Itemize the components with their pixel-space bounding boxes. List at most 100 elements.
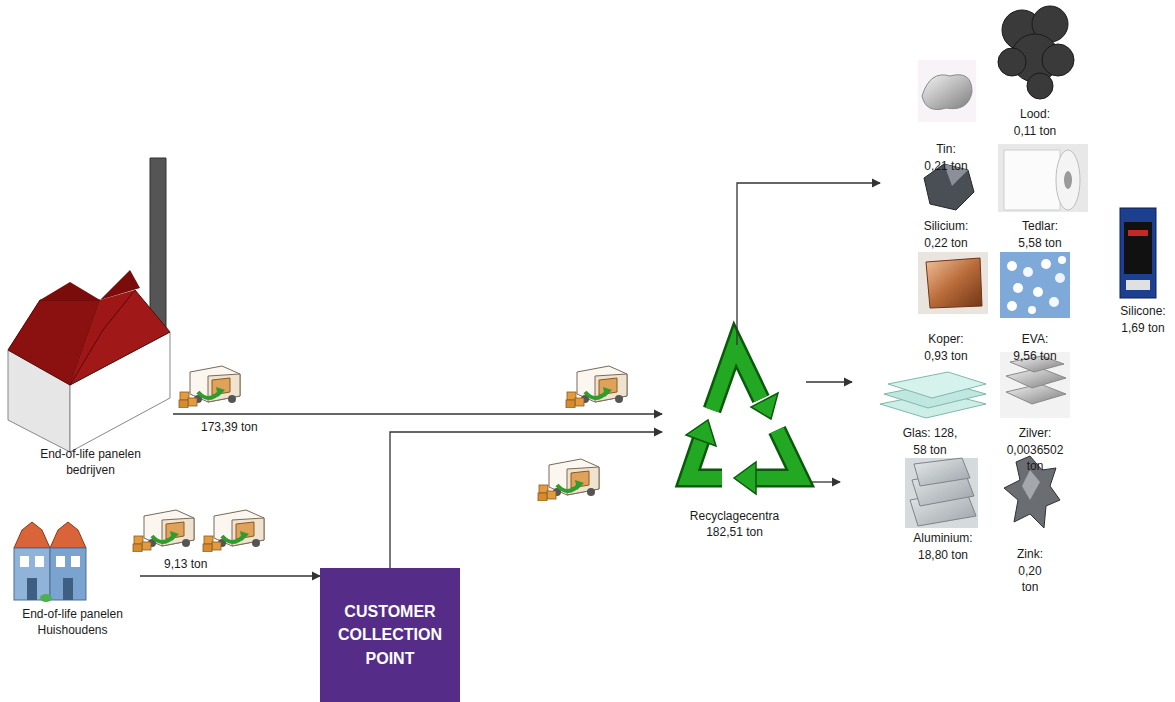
tedlar-image	[1056, 150, 1080, 210]
eva-image	[1055, 273, 1065, 283]
output-arrow	[806, 381, 852, 382]
flow-amount: 173,39 ton	[199, 420, 260, 436]
aluminium-image	[905, 458, 978, 528]
node-label: End-of-life panelen bedrijven	[32, 446, 150, 478]
recycle-symbol	[686, 420, 716, 446]
node-label: Recyclagecentra 182,51 ton	[679, 508, 791, 540]
material-label: Zilver: 0,0036502 ton	[1005, 425, 1065, 475]
eva-image	[1000, 252, 1070, 318]
collection-point-box: CUSTOMER COLLECTION POINT	[320, 568, 460, 702]
eva-image	[1058, 256, 1066, 264]
tedlar-image	[998, 144, 1088, 212]
tin-image	[918, 60, 976, 122]
material-label: Aluminium: 18,80 ton	[912, 530, 974, 563]
eva-image	[1041, 259, 1051, 269]
recycling-node: Recyclagecentra 182,51 ton	[662, 330, 807, 542]
recycle-symbol	[755, 430, 800, 478]
houses-icon	[27, 578, 37, 600]
material-label: Tedlar: 5,58 ton	[1018, 218, 1063, 251]
recycle-symbol	[755, 430, 800, 478]
houses-icon	[56, 556, 65, 567]
material-label: Glas: 128, 58 ton	[899, 425, 961, 458]
material-label: EVA: 9,56 ton	[1013, 331, 1058, 364]
eva-image	[1028, 306, 1036, 314]
houses-icon	[14, 548, 50, 600]
eva-image	[1023, 267, 1033, 277]
factory-icon	[100, 270, 140, 300]
node-label: End-of-life panelen Huishoudens	[14, 606, 132, 638]
truck-icon	[538, 459, 599, 501]
lead-image	[998, 48, 1026, 76]
glass-image	[880, 372, 986, 418]
houses-icon	[71, 556, 80, 567]
houses-icon	[50, 522, 86, 548]
glass-image	[888, 372, 986, 398]
houses-icon	[20, 556, 29, 567]
truck-icon	[179, 366, 240, 408]
recycle-symbol	[751, 393, 778, 419]
eva-image	[1007, 301, 1017, 311]
factory-icon	[40, 282, 100, 300]
tedlar-image	[1004, 150, 1060, 210]
silicone-tube-image	[1120, 208, 1156, 298]
material-label: Silicone: 1,69 ton	[1117, 303, 1169, 336]
houses-icon	[40, 594, 52, 602]
tin-image	[922, 75, 972, 110]
houses-icon	[14, 522, 50, 548]
eva-image	[1049, 297, 1059, 307]
aluminium-image	[914, 458, 970, 486]
lead-image	[1042, 44, 1074, 76]
factory-icon	[70, 290, 170, 385]
lead-image	[998, 6, 1074, 99]
recycle-symbol	[686, 345, 800, 494]
copper-image	[918, 252, 988, 314]
houses-icon	[50, 548, 86, 600]
recycle-symbol	[712, 345, 761, 410]
material-label: Silicium: 0,22 ton	[923, 218, 969, 251]
tin-image	[918, 60, 976, 122]
lead-image	[1027, 73, 1053, 99]
material-label: Zink: 0,20 ton	[1013, 546, 1047, 596]
flow-arrow	[390, 432, 662, 568]
recycle-symbol	[688, 440, 722, 478]
flow-amount: 9,13 ton	[162, 557, 209, 573]
silicone-tube-image	[1126, 280, 1150, 290]
truck-icon	[133, 366, 627, 552]
truck-icon	[133, 510, 194, 552]
tedlar-image	[1064, 171, 1072, 189]
eva-image	[1013, 283, 1023, 293]
copper-image	[926, 258, 982, 308]
silicone-tube-image	[1128, 230, 1148, 236]
silicone-tube-image	[1120, 208, 1156, 298]
material-label: Koper: 0,93 ton	[924, 331, 969, 364]
silicone-tube-image	[1124, 222, 1152, 274]
zinc-image	[1022, 470, 1040, 500]
houses-icon	[35, 556, 44, 567]
output-arrow	[737, 183, 880, 482]
output-arrow	[812, 481, 840, 482]
material-label: Lood: 0,11 ton	[1013, 106, 1058, 139]
recycle-symbol	[688, 440, 722, 478]
copper-image	[918, 252, 988, 314]
truck-icon	[203, 510, 264, 552]
output-arrow	[737, 183, 880, 345]
eva-image	[1007, 261, 1017, 271]
houses-icon	[14, 522, 86, 602]
material-label: Tin: 0,21 ton	[924, 141, 969, 174]
aluminium-image	[905, 458, 978, 528]
node-label: CUSTOMER COLLECTION POINT	[330, 600, 450, 670]
truck-icon	[566, 366, 627, 408]
recycle-symbol	[712, 345, 761, 410]
factory-icon	[150, 158, 166, 336]
households-node: End-of-life panelen Huishoudens	[5, 505, 140, 640]
factory-icon	[8, 158, 170, 452]
eva-image	[1033, 287, 1043, 297]
tedlar-image	[998, 144, 1088, 212]
recycle-symbol	[734, 462, 756, 494]
flow-arrow	[173, 413, 662, 414]
houses-icon	[63, 578, 73, 600]
flow-arrow	[140, 575, 320, 576]
